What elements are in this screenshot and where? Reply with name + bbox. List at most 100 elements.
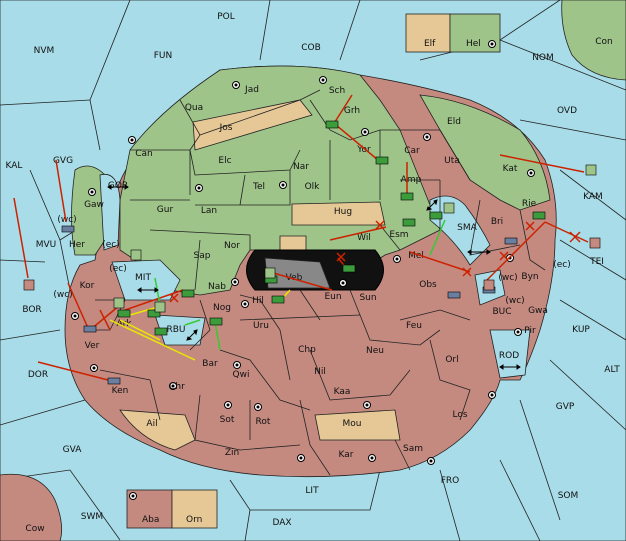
province-label[interactable]: Bri — [491, 217, 503, 227]
province-label[interactable]: Skr — [285, 251, 300, 261]
province-label[interactable]: Obs — [419, 280, 437, 290]
province-label[interactable]: Eld — [447, 117, 461, 127]
province-label[interactable]: Ost — [316, 253, 332, 263]
province-label[interactable]: Mou — [343, 419, 362, 429]
province-label[interactable]: KUP — [572, 325, 590, 335]
province-label[interactable]: Kaa — [334, 387, 351, 397]
province-label[interactable]: Rie — [522, 199, 537, 209]
province-label[interactable]: Uru — [253, 321, 269, 331]
province-label[interactable]: MIT — [135, 273, 151, 283]
province-label[interactable]: Gur — [157, 205, 174, 215]
province-mou[interactable] — [314, 409, 401, 441]
province-label[interactable]: DOR — [28, 370, 48, 380]
province-label[interactable]: ALT — [604, 365, 620, 375]
province-label[interactable]: Her — [69, 240, 85, 250]
province-label[interactable]: Nor — [224, 241, 240, 251]
province-label[interactable]: Nil — [314, 367, 326, 377]
province-label[interactable]: Car — [404, 146, 420, 156]
province-hug[interactable] — [291, 201, 386, 226]
province-label[interactable]: SOM — [558, 491, 579, 501]
province-label[interactable]: Qwi — [233, 370, 250, 380]
province-label[interactable]: Wil — [357, 233, 371, 243]
province-label[interactable]: BOR — [22, 305, 41, 315]
province-label[interactable]: Con — [595, 37, 613, 47]
province-cow[interactable] — [0, 473, 63, 541]
province-label[interactable]: Yor — [356, 145, 371, 155]
province-label[interactable]: Orl — [445, 355, 458, 365]
province-label[interactable]: Ark — [116, 319, 132, 329]
province-label[interactable]: Gwa — [528, 306, 548, 316]
province-jos[interactable] — [192, 99, 313, 151]
province-label[interactable]: Kor — [80, 281, 95, 291]
sea-gor[interactable] — [99, 173, 121, 251]
province-ail[interactable] — [119, 409, 196, 451]
province-label[interactable]: Bar — [202, 359, 218, 369]
province-label[interactable]: FRO — [441, 476, 460, 486]
province-label[interactable]: Byn — [521, 272, 538, 282]
province-label[interactable]: DAX — [272, 518, 291, 528]
province-label[interactable]: Pir — [524, 326, 536, 336]
province-label[interactable]: Nog — [213, 303, 231, 313]
province-label[interactable]: RBU — [166, 325, 185, 335]
province-label[interactable]: Elc — [218, 156, 231, 166]
province-label[interactable]: Tel — [252, 182, 265, 192]
province-label[interactable]: COB — [301, 43, 321, 53]
province-label[interactable]: Sun — [359, 293, 376, 303]
province-label[interactable]: NOM — [532, 53, 554, 63]
province-label[interactable]: TEI — [589, 257, 604, 267]
province-label[interactable]: MVU — [36, 240, 57, 250]
province-label[interactable]: Nab — [208, 282, 226, 292]
province-label[interactable]: Hil — [252, 296, 264, 306]
sea-mit[interactable] — [111, 259, 181, 301]
province-label[interactable]: GVG — [53, 156, 73, 166]
province-label[interactable]: GOR — [108, 181, 128, 191]
province-label[interactable]: ROD — [499, 351, 519, 361]
province-label[interactable]: Qua — [185, 103, 203, 113]
province-label[interactable]: Grh — [344, 106, 360, 116]
province-label[interactable]: Mel — [408, 251, 424, 261]
province-label[interactable]: Feu — [406, 321, 422, 331]
province-label[interactable]: Gaw — [84, 200, 104, 210]
province-label[interactable]: SMA — [457, 223, 477, 233]
province-label[interactable]: Sot — [220, 415, 235, 425]
province-label[interactable]: Uta — [444, 156, 460, 166]
province-label[interactable]: Los — [452, 410, 467, 420]
province-label[interactable]: Sam — [403, 444, 423, 454]
province-label[interactable]: Can — [135, 149, 153, 159]
province-label[interactable]: Rot — [256, 417, 271, 427]
province-label[interactable]: Sap — [194, 251, 211, 261]
province-label[interactable]: Ken — [112, 386, 129, 396]
province-label[interactable]: KAM — [583, 192, 603, 202]
province-label[interactable]: Jad — [244, 85, 259, 95]
province-label[interactable]: Esm — [389, 230, 408, 240]
province-label[interactable]: POL — [217, 12, 235, 22]
province-label[interactable]: BUC — [492, 307, 511, 317]
province-label[interactable]: Hug — [334, 207, 352, 217]
province-label[interactable]: KAL — [6, 161, 23, 171]
province-label[interactable]: Sch — [329, 86, 345, 96]
province-label[interactable]: SWM — [81, 512, 103, 522]
province-label[interactable]: Eun — [324, 292, 341, 302]
province-label[interactable]: Kat — [503, 164, 518, 174]
province-label[interactable]: FUN — [154, 51, 173, 61]
province-label[interactable]: NVM — [34, 46, 55, 56]
province-label[interactable]: GVA — [63, 445, 83, 455]
province-label[interactable]: Ail — [146, 419, 157, 429]
province-label[interactable]: Nar — [293, 162, 309, 172]
province-label[interactable]: Lan — [201, 206, 217, 216]
province-label[interactable]: Jos — [219, 123, 233, 133]
province-label[interactable]: Cow — [25, 524, 44, 534]
province-con[interactable] — [561, 0, 626, 81]
province-label[interactable]: Zin — [225, 448, 239, 458]
province-label[interactable]: Olk — [305, 182, 321, 192]
province-label[interactable]: Neu — [366, 346, 384, 356]
province-label[interactable]: Amp — [401, 175, 422, 185]
province-label[interactable]: Chp — [298, 345, 316, 355]
province-label[interactable]: LIT — [305, 486, 319, 496]
province-label[interactable]: Chr — [169, 382, 185, 392]
province-label[interactable]: GVP — [556, 402, 575, 412]
province-label[interactable]: OVD — [557, 106, 577, 116]
province-label[interactable]: Ver — [85, 341, 100, 351]
province-label[interactable]: Kar — [339, 450, 354, 460]
province-label[interactable]: Veb — [286, 273, 303, 283]
